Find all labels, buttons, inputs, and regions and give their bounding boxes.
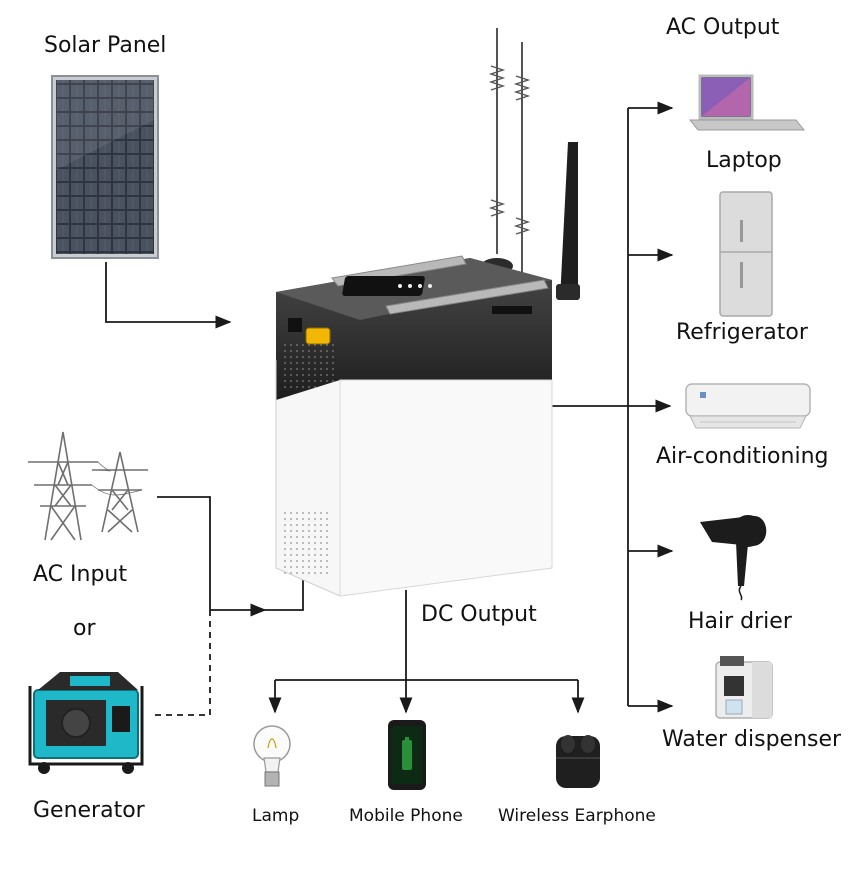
laptop-label: Laptop [706, 148, 782, 173]
mobile-phone-label: Mobile Phone [349, 806, 463, 826]
or-label: or [73, 616, 96, 641]
connection-lines [105, 101, 674, 716]
laptop-icon [688, 74, 806, 131]
lamp-icon [253, 725, 291, 787]
air-conditioning-label: Air-conditioning [656, 444, 829, 469]
generator-dashed-line [155, 610, 211, 716]
ac-output-label: AC Output [666, 15, 780, 40]
solar-to-unit-arrow [105, 262, 232, 329]
hair-drier-label: Hair drier [688, 609, 792, 634]
generator-label: Generator [33, 798, 145, 823]
hair-drier-icon [700, 515, 767, 601]
antenna-icon [488, 28, 531, 276]
refrigerator-label: Refrigerator [676, 320, 808, 345]
water-dispenser-label: Water dispenser [662, 727, 842, 752]
refrigerator-icon [719, 191, 773, 317]
ac-input-label: AC Input [33, 562, 127, 587]
unit-input-connector [265, 568, 304, 611]
wireless-earphone-label: Wireless Earphone [498, 806, 656, 826]
air-conditioner-icon [685, 383, 811, 429]
power-station-icon [275, 28, 580, 597]
ac-input-line [157, 496, 267, 617]
lamp-label: Lamp [252, 806, 300, 826]
solar-panel-label: Solar Panel [44, 33, 167, 58]
water-dispenser-icon [715, 656, 773, 719]
solar-panel-icon [51, 75, 159, 259]
generator-icon [28, 672, 144, 774]
dc-output-label: DC Output [421, 602, 537, 627]
earphone-icon [556, 735, 600, 788]
power-tower-icon [28, 431, 148, 541]
mobile-phone-icon [388, 720, 426, 790]
